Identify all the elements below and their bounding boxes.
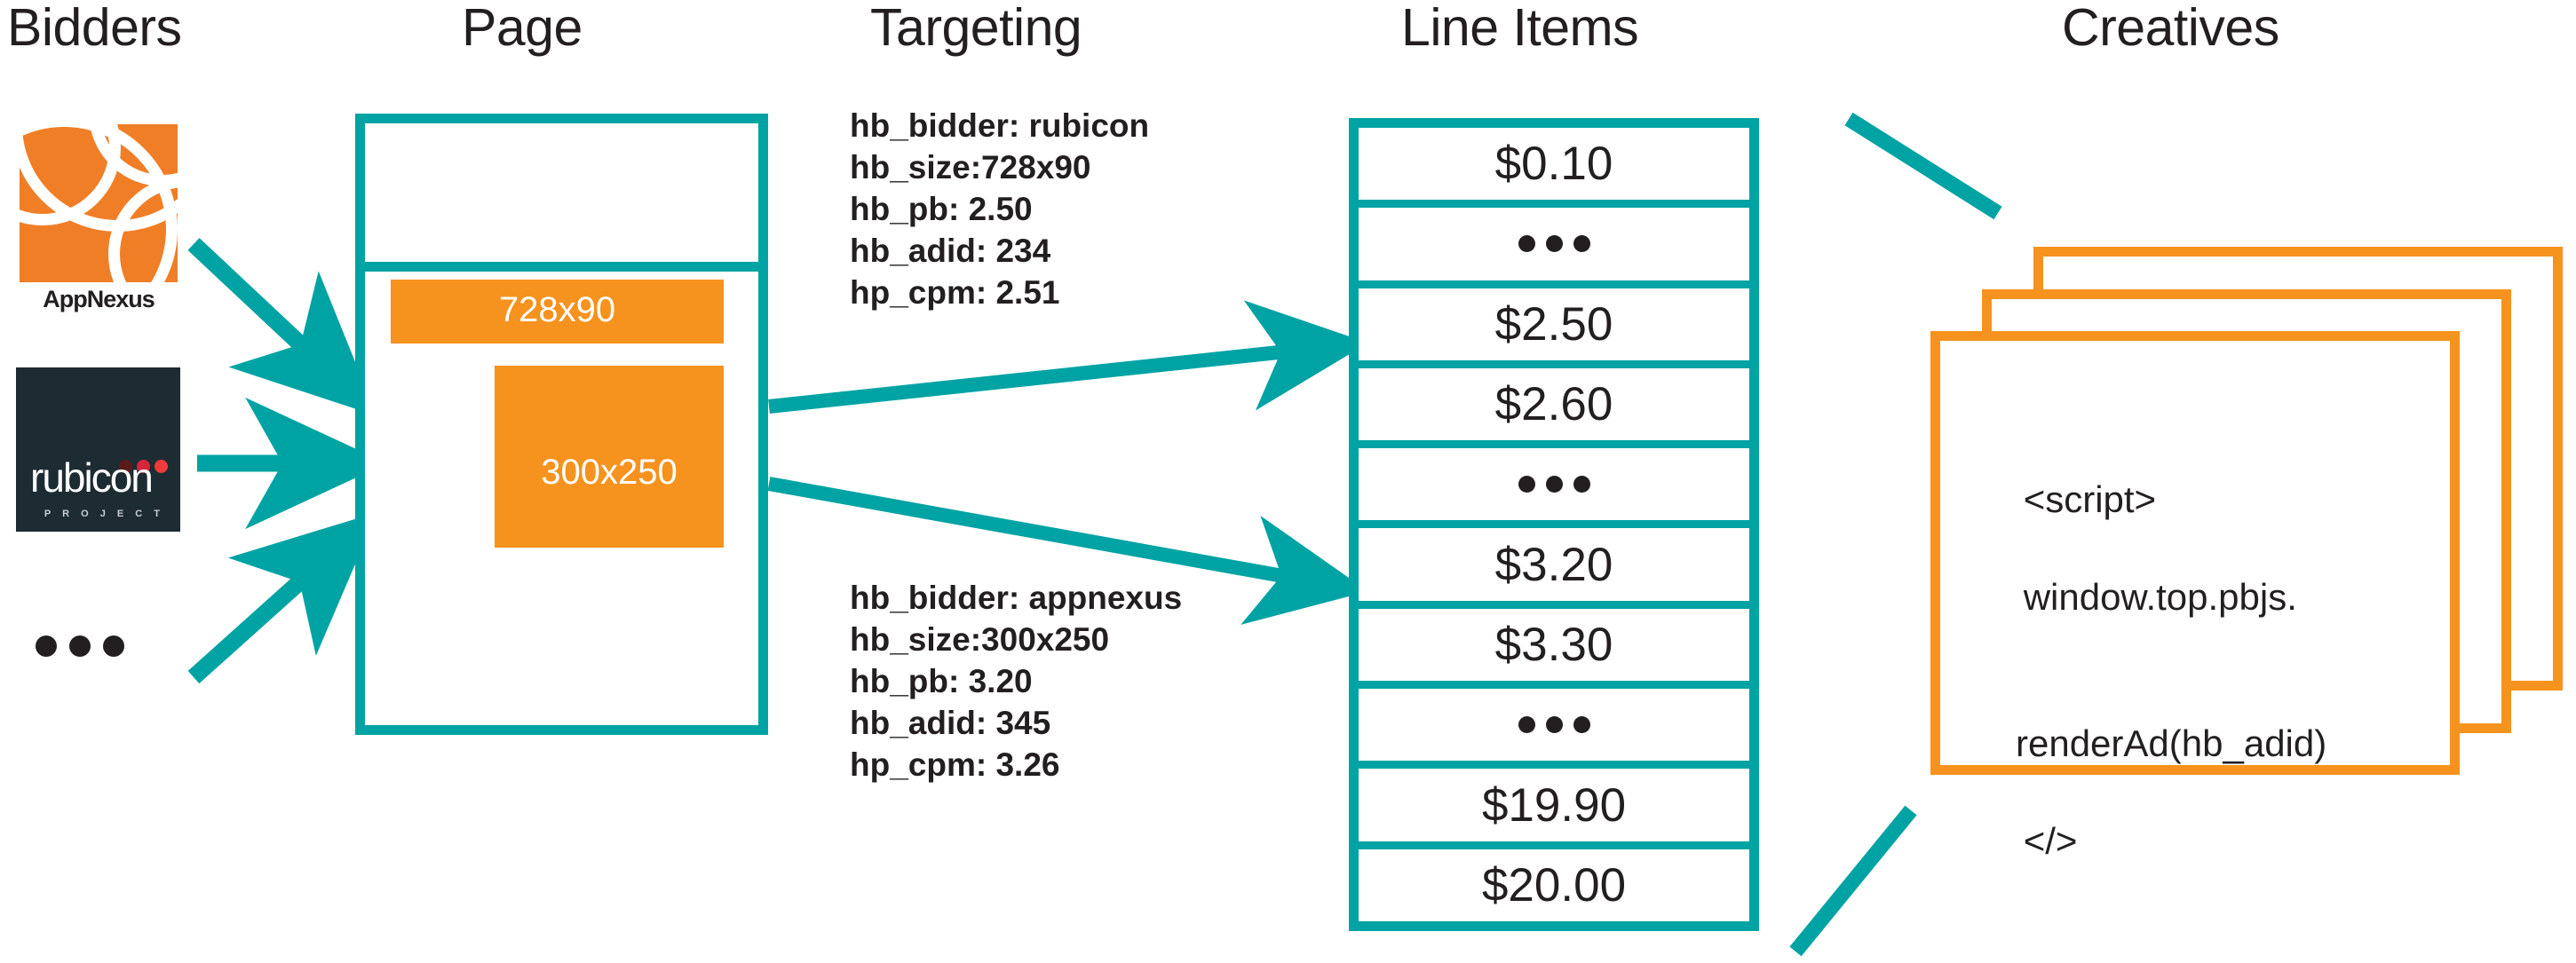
targeting-block-rubicon: hb_bidder: rubicon hb_size:728x90 hb_pb:… <box>850 105 1149 313</box>
line-item-value: $3.20 <box>1494 538 1613 591</box>
line-items-ellipsis-icon <box>1518 476 1590 493</box>
ad-slot-300x250[interactable]: 300x250 <box>495 366 724 548</box>
creative-code-line-1: <script> <box>2023 478 2157 520</box>
column-heading-targeting: Targeting <box>870 0 1082 57</box>
line-item-row[interactable]: $2.50 <box>1359 288 1749 368</box>
targeting-appnexus-line-1: hb_bidder: appnexus <box>850 580 1183 616</box>
arrow-appnexus-to-page <box>187 238 377 416</box>
arrow-page-to-lineitem-320 <box>767 477 1368 625</box>
ad-slot-300x250-label: 300x250 <box>541 453 678 492</box>
arrow-more-bidders-to-page <box>187 512 378 684</box>
line-item-value: $0.10 <box>1494 138 1613 191</box>
line-item-row[interactable]: $3.20 <box>1359 528 1749 609</box>
targeting-rubicon-line-3: hb_pb: 2.50 <box>850 191 1033 227</box>
line-item-row[interactable]: $19.90 <box>1359 769 1749 849</box>
line-item-value: $19.90 <box>1481 778 1627 832</box>
targeting-appnexus-line-2: hb_size:300x250 <box>850 621 1110 658</box>
arrow-page-to-lineitem-250 <box>768 300 1369 414</box>
targeting-rubicon-line-1: hb_bidder: rubicon <box>850 107 1150 144</box>
line-items-table: $0.10 $2.50 $2.60 $3.20 $3.30 $19.90 $20… <box>1349 118 1759 931</box>
line-items-ellipsis-icon <box>1518 235 1590 253</box>
more-bidders-ellipsis-icon <box>36 635 124 657</box>
line-item-row[interactable]: $2.60 <box>1359 368 1749 449</box>
rubicon-logo-subtitle: P R O J E C T <box>44 509 164 519</box>
targeting-appnexus-line-4: hb_adid: 345 <box>850 705 1051 741</box>
rubicon-logo-wordmark: rubicon <box>30 454 154 501</box>
connector-lineitems-to-creatives-top <box>1844 112 2002 220</box>
targeting-rubicon-line-4: hb_adid: 234 <box>850 233 1051 269</box>
appnexus-logo-wordmark: AppNexus <box>43 286 155 312</box>
line-item-row <box>1359 208 1749 288</box>
line-item-row <box>1359 689 1749 770</box>
column-heading-bidders: Bidders <box>7 0 182 57</box>
targeting-block-appnexus: hb_bidder: appnexus hb_size:300x250 hb_p… <box>850 577 1182 785</box>
connector-lineitems-to-creatives-bottom <box>1789 805 1917 957</box>
rubicon-project-logo-icon: rubicon P R O J E C T <box>16 367 180 532</box>
line-item-row <box>1359 448 1749 529</box>
line-item-value: $2.60 <box>1494 378 1613 431</box>
creative-card-front[interactable] <box>1930 331 2460 775</box>
creative-code-snippet: <script> window.top.pbjs. renderAd(hb_ad… <box>1982 426 2326 914</box>
page-header-divider <box>355 262 768 272</box>
column-heading-page: Page <box>462 0 583 57</box>
line-item-row[interactable]: $3.30 <box>1359 609 1749 690</box>
creative-code-line-4: </> <box>2023 820 2078 862</box>
ad-slot-728x90[interactable]: 728x90 <box>391 280 724 343</box>
rubicon-dots-icon <box>119 460 168 473</box>
column-heading-line-items: Line Items <box>1401 0 1639 57</box>
line-item-row[interactable]: $0.10 <box>1359 128 1749 209</box>
targeting-appnexus-line-5: hp_cpm: 3.26 <box>850 746 1060 783</box>
line-item-value: $2.50 <box>1494 297 1613 351</box>
line-item-row[interactable]: $20.00 <box>1359 849 1749 921</box>
line-items-ellipsis-icon <box>1518 716 1590 734</box>
ad-slot-728x90-label: 728x90 <box>498 289 616 329</box>
line-item-value: $20.00 <box>1481 858 1627 912</box>
targeting-rubicon-line-2: hb_size:728x90 <box>850 149 1091 185</box>
targeting-rubicon-line-5: hp_cpm: 2.51 <box>850 274 1060 311</box>
creative-code-line-3: renderAd(hb_adid) <box>2016 722 2327 764</box>
line-item-value: $3.30 <box>1494 618 1613 671</box>
appnexus-logo-icon <box>20 124 178 282</box>
targeting-appnexus-line-3: hb_pb: 3.20 <box>850 663 1033 699</box>
creative-code-line-2: window.top.pbjs. <box>2023 576 2297 618</box>
column-heading-creatives: Creatives <box>2062 0 2279 57</box>
